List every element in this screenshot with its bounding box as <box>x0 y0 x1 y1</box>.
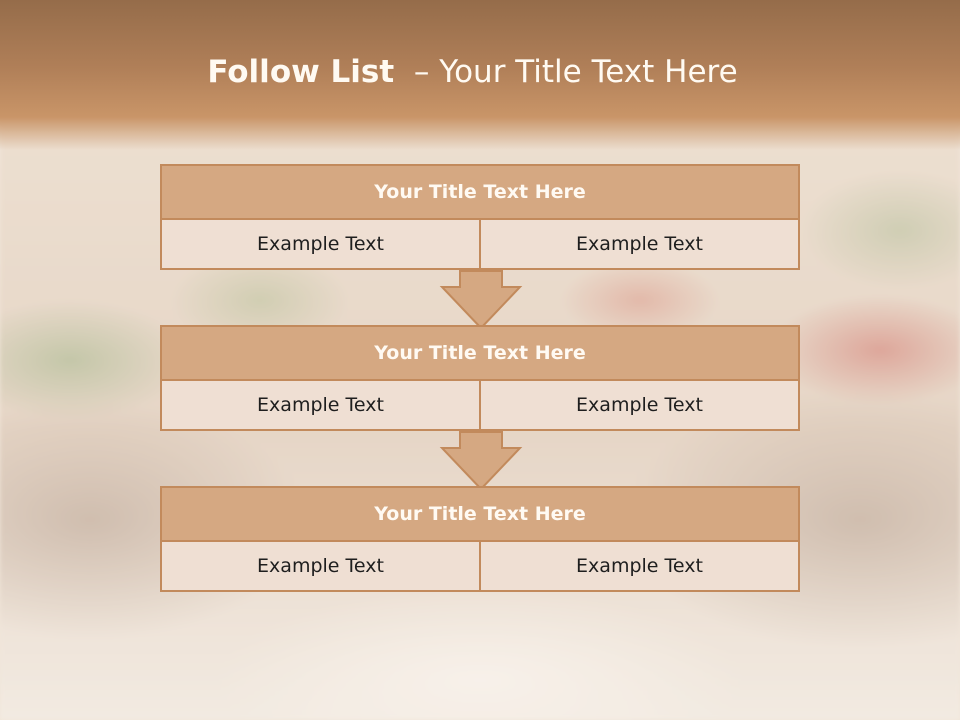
block-cell-left[interactable]: Example Text <box>160 220 481 270</box>
down-arrow-icon <box>439 431 523 491</box>
down-arrow-icon <box>439 270 523 330</box>
block-row: Example Text Example Text <box>160 381 800 431</box>
block-cell-right[interactable]: Example Text <box>481 220 800 270</box>
block-cell-left[interactable]: Example Text <box>160 542 481 592</box>
list-block-2[interactable]: Your Title Text Here Example Text Exampl… <box>160 325 800 431</box>
block-title[interactable]: Your Title Text Here <box>160 164 800 220</box>
block-cell-right[interactable]: Example Text <box>481 542 800 592</box>
block-cell-left[interactable]: Example Text <box>160 381 481 431</box>
slide-title: Follow List – Your Title Text Here <box>0 54 945 90</box>
list-block-3[interactable]: Your Title Text Here Example Text Exampl… <box>160 486 800 592</box>
header-band <box>0 0 960 150</box>
block-row: Example Text Example Text <box>160 220 800 270</box>
block-title[interactable]: Your Title Text Here <box>160 325 800 381</box>
list-block-1[interactable]: Your Title Text Here Example Text Exampl… <box>160 164 800 270</box>
slide-title-bold: Follow List <box>207 54 395 90</box>
block-title[interactable]: Your Title Text Here <box>160 486 800 542</box>
block-cell-right[interactable]: Example Text <box>481 381 800 431</box>
slide-title-rest: – Your Title Text Here <box>394 54 738 90</box>
block-row: Example Text Example Text <box>160 542 800 592</box>
